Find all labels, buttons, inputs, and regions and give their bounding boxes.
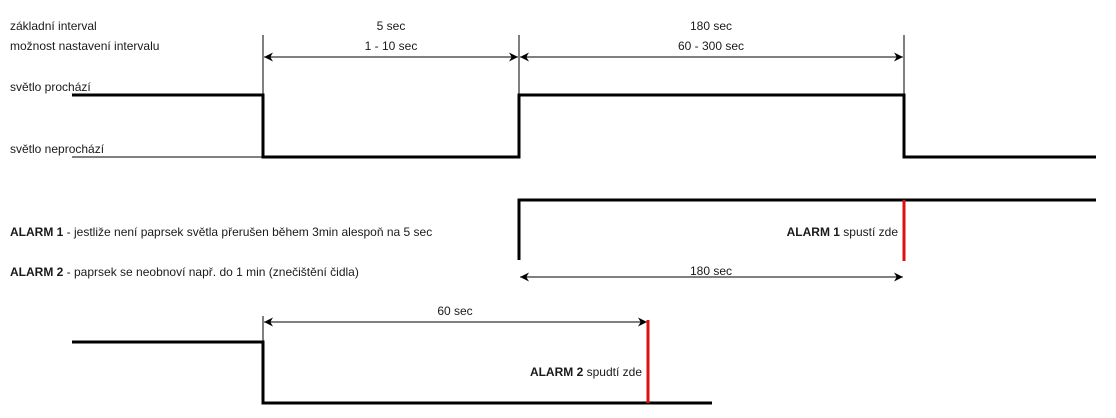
alarm2-duration: 60 sec	[437, 304, 472, 318]
label-light-blocked: světlo neprochází	[10, 142, 105, 156]
alarm2-trigger-label: ALARM 2 spudtí zde	[530, 365, 642, 379]
label-base-interval: základní interval	[10, 19, 97, 33]
short-interval-range: 1 - 10 sec	[365, 39, 418, 53]
alarm1-trigger-label: ALARM 1 spustí zde	[787, 225, 899, 239]
label-interval-setting: možnost nastavení intervalu	[10, 39, 159, 53]
short-interval-value: 5 sec	[377, 19, 406, 33]
alarm1-description: ALARM 1 - jestliže není paprsek světla p…	[10, 225, 432, 239]
alarm2-signal	[72, 340, 712, 405]
alarm1-duration: 180 sec	[690, 264, 732, 278]
label-light-passes: světlo prochází	[10, 80, 91, 94]
light-signal	[72, 93, 1096, 159]
long-interval-value: 180 sec	[690, 19, 732, 33]
long-interval-range: 60 - 300 sec	[678, 39, 744, 53]
alarm2-description: ALARM 2 - paprsek se neobnoví např. do 1…	[10, 265, 359, 279]
